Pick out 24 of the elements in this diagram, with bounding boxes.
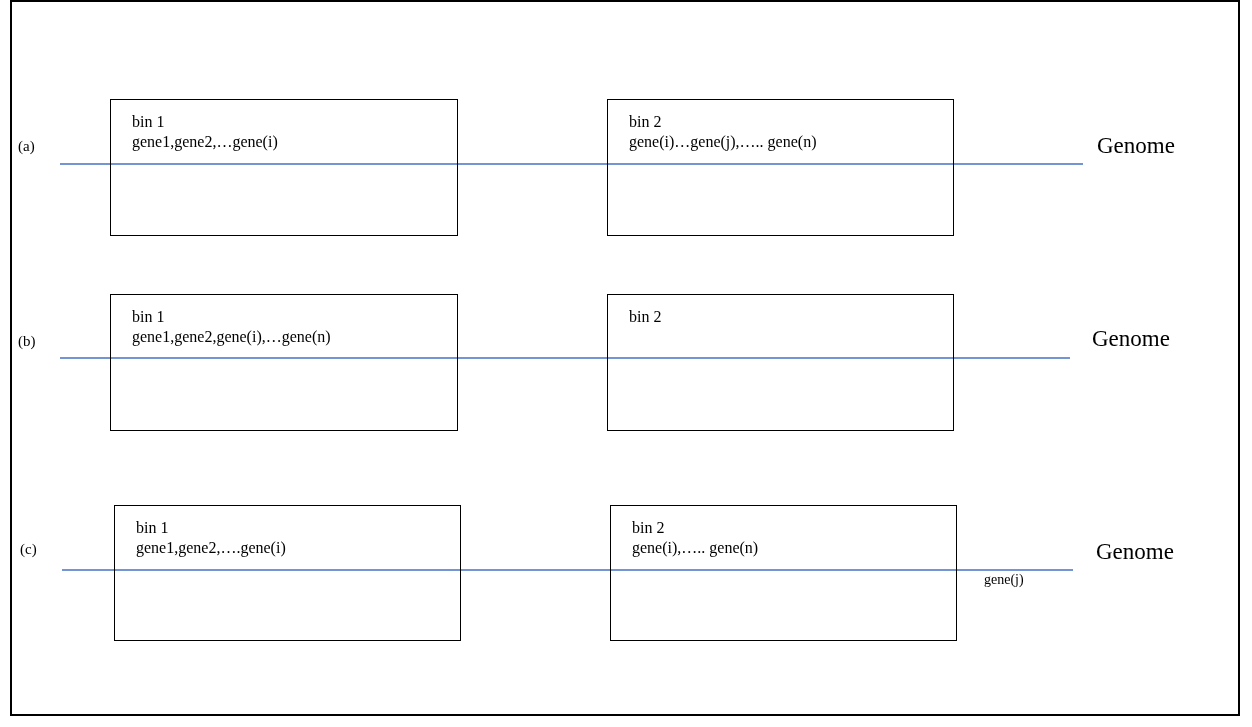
row-label: (a) xyxy=(18,137,35,156)
bin-box xyxy=(110,99,458,236)
bin-title: bin 2 xyxy=(629,112,662,132)
bin-box xyxy=(110,294,458,431)
bin-box xyxy=(610,505,957,641)
gene-list: gene1,gene2,….gene(i) xyxy=(136,538,286,558)
gene-list: gene(i),….. gene(n) xyxy=(632,538,759,558)
genome-label: Genome xyxy=(1092,325,1170,353)
genome-label: Genome xyxy=(1096,538,1174,566)
gene-list: gene(i)…gene(j),….. gene(n) xyxy=(629,132,817,152)
bin-title: bin 1 xyxy=(136,518,169,538)
row-label: (c) xyxy=(20,540,37,559)
gene-list: gene1,gene2,gene(i),…gene(n) xyxy=(132,327,331,347)
bin-box xyxy=(114,505,461,641)
bin-title: bin 2 xyxy=(629,307,662,327)
genome-label: Genome xyxy=(1097,132,1175,160)
gene-label: gene(j) xyxy=(984,571,1024,589)
bin-box xyxy=(607,294,954,431)
bin-title: bin 1 xyxy=(132,307,165,327)
row-label: (b) xyxy=(18,332,36,351)
bin-title: bin 1 xyxy=(132,112,165,132)
bin-title: bin 2 xyxy=(632,518,665,538)
bin-box xyxy=(607,99,954,236)
gene-list: gene1,gene2,…gene(i) xyxy=(132,132,278,152)
